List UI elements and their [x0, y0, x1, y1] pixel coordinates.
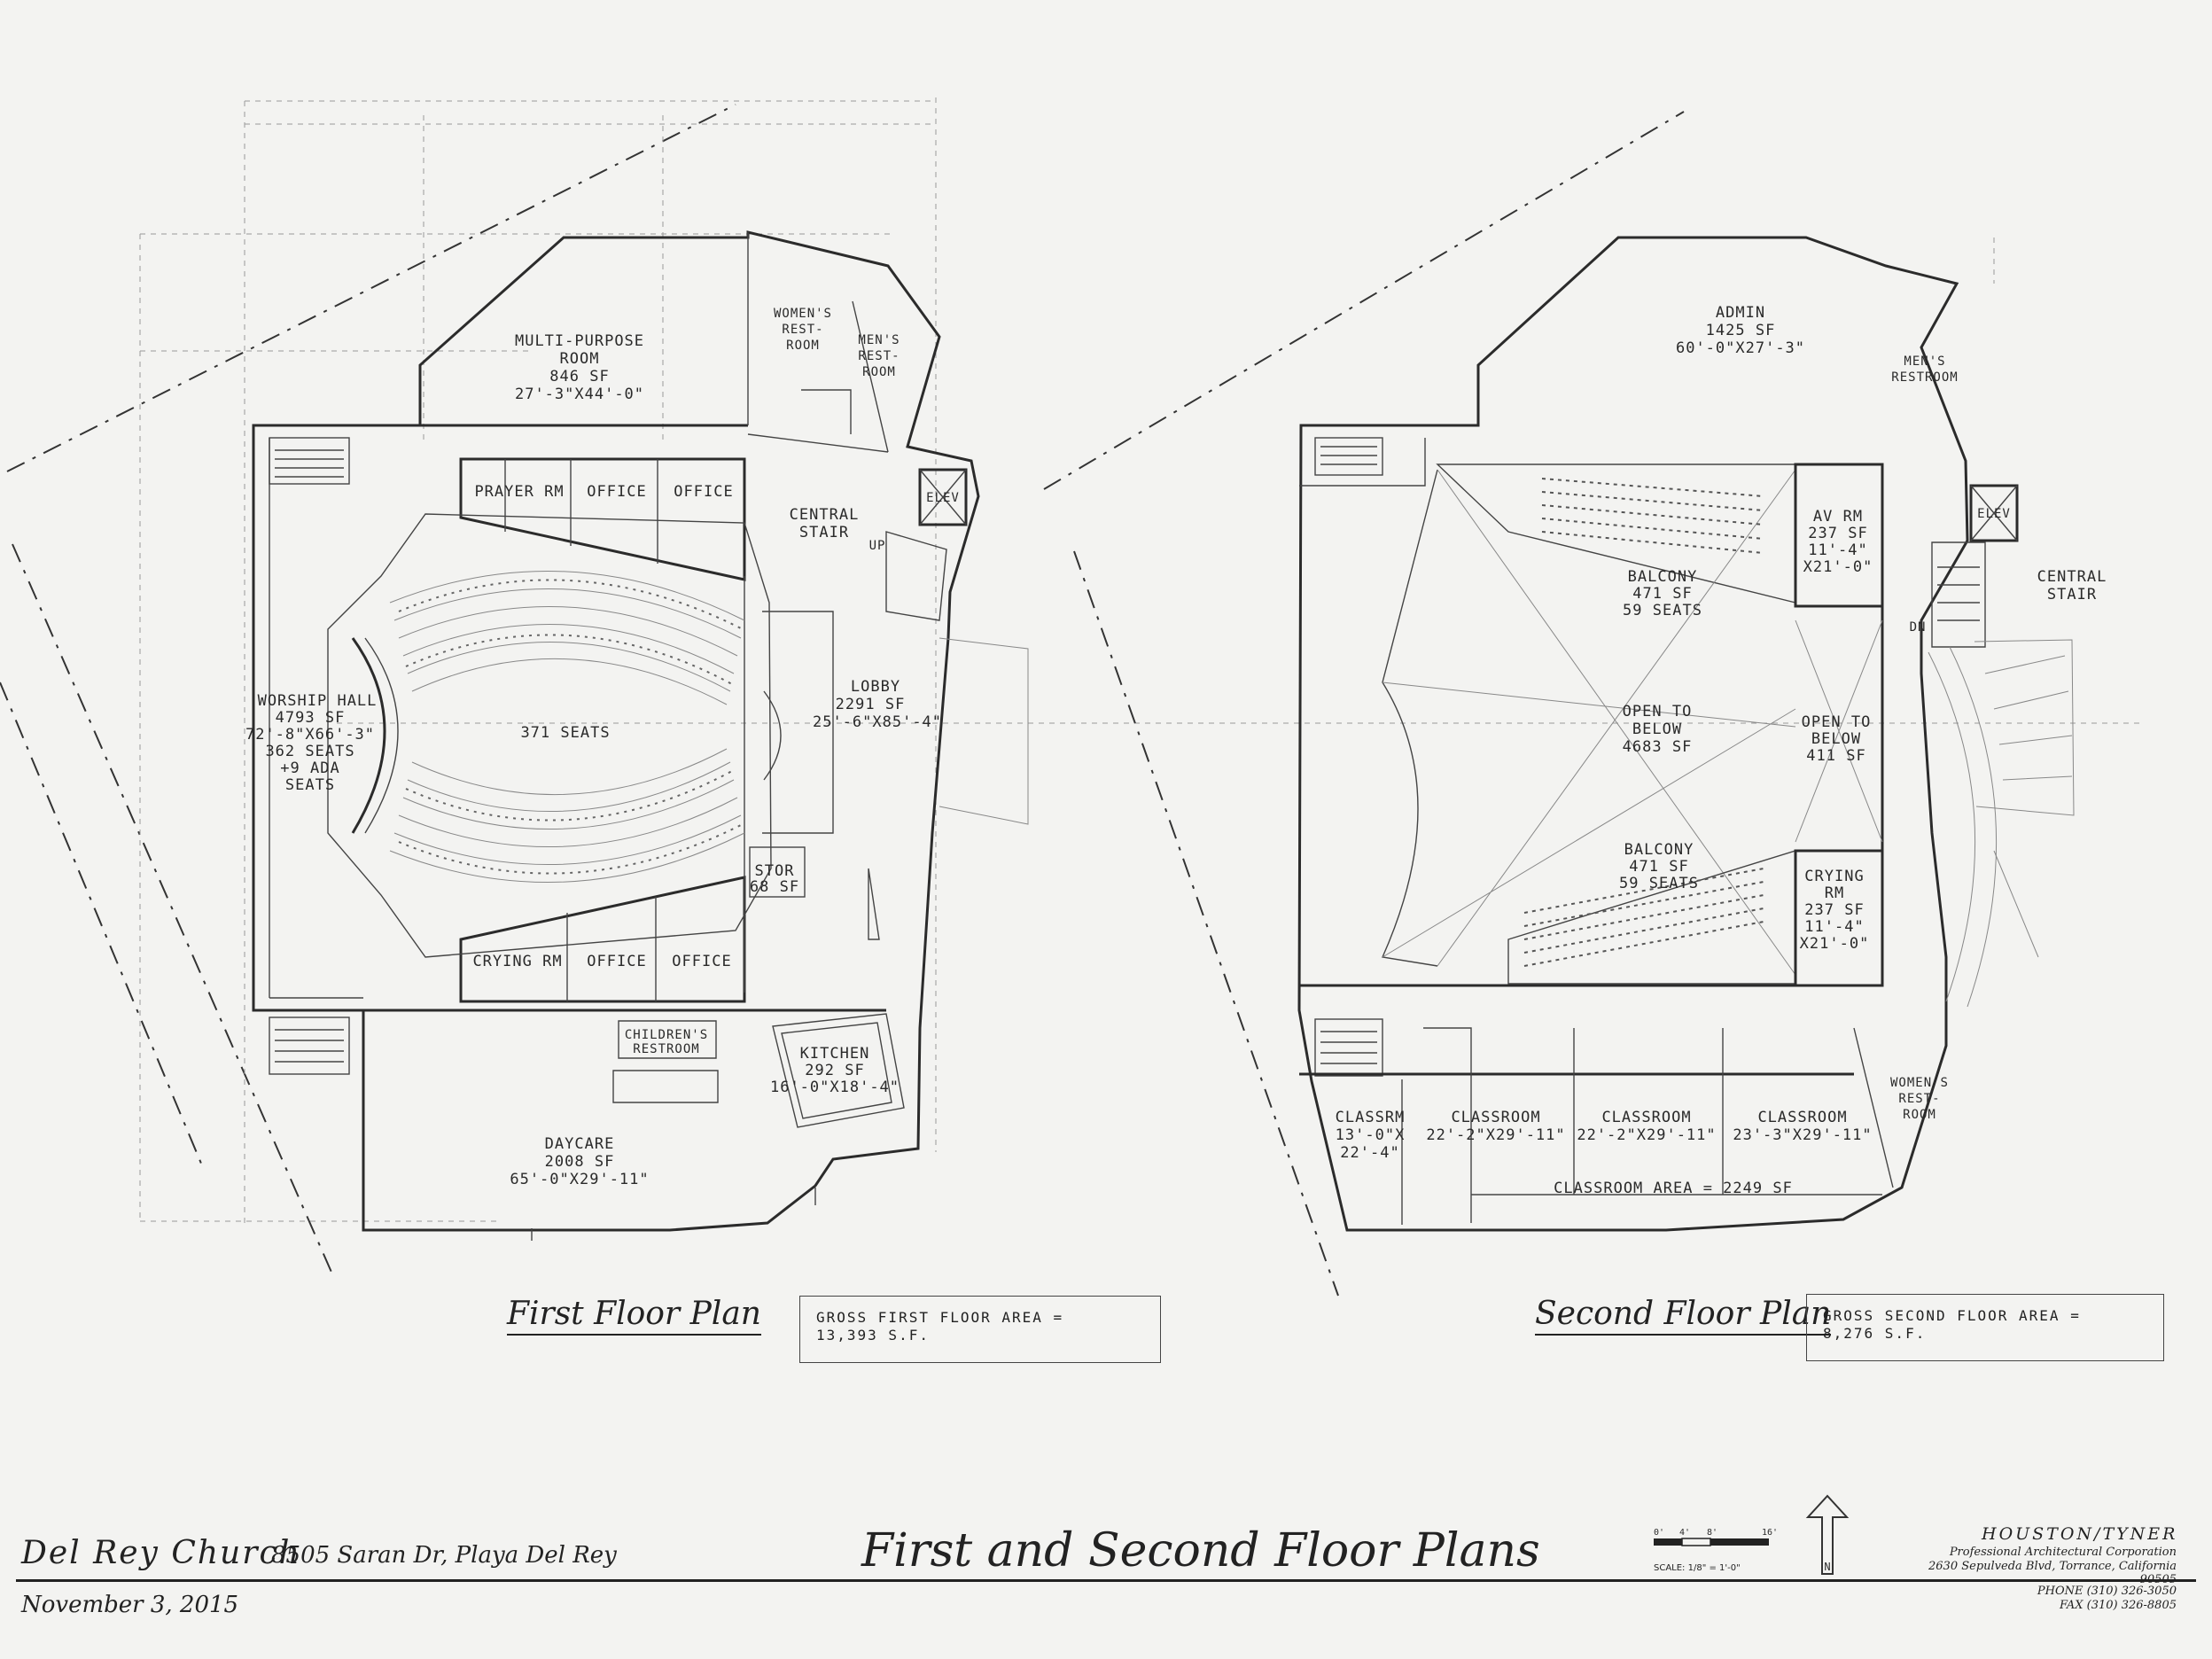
elevator-label: ELEV	[1977, 507, 2011, 521]
gross-area-value: 13,393 S.F.	[816, 1327, 930, 1344]
first-floor-gross-area: GROSS FIRST FLOOR AREA = 13,393 S.F.	[799, 1296, 1161, 1363]
second-floor-caption: Second Floor Plan	[1535, 1296, 1832, 1336]
second-floor-outline	[1297, 236, 1969, 1232]
crying-room-label: CRYING RM	[472, 953, 562, 970]
drawing-date: November 3, 2015	[21, 1592, 239, 1618]
office-label: OFFICE	[672, 953, 731, 970]
elevator-label: ELEV	[926, 491, 960, 505]
svg-text:8': 8'	[1707, 1528, 1717, 1538]
svg-text:N: N	[1824, 1561, 1830, 1573]
stair-down-label: DN	[1910, 620, 1927, 635]
second-floor-plan	[1043, 111, 2075, 1297]
firm-fax: FAX (310) 326-8805	[2059, 1599, 2177, 1612]
firm-address: 2630 Sepulveda Blvd, Torrance, Californi…	[1928, 1560, 2177, 1586]
stair-2f-top	[1314, 437, 1383, 476]
dimension-lines	[139, 97, 2145, 1223]
firm-phone: PHONE (310) 326-3050	[2037, 1585, 2177, 1598]
firm-name: HOUSTON/TYNER	[1982, 1524, 2178, 1544]
sheet-title: First and Second Floor Plans	[861, 1524, 1540, 1577]
prayer-room-label: PRAYER RM	[474, 483, 564, 501]
svg-text:0': 0'	[1654, 1528, 1664, 1538]
first-floor-caption: First Floor Plan	[507, 1296, 761, 1336]
stair-up-label: UP	[869, 539, 886, 553]
stair-bottom-left	[269, 1016, 350, 1075]
scale-bar: 0' 4' 8' 16'	[1654, 1528, 1778, 1546]
second-floor-gross-area: GROSS SECOND FLOOR AREA = 8,276 S.F.	[1806, 1294, 2164, 1361]
seat-count-label: 371 SEATS	[520, 724, 610, 742]
svg-text:16': 16'	[1762, 1528, 1778, 1538]
seat-ticks	[398, 579, 744, 875]
stair-2f-bottom	[1314, 1018, 1383, 1077]
gross-area-label: GROSS SECOND FLOOR AREA =	[1823, 1307, 2081, 1324]
seating-rows-bottom	[389, 748, 745, 884]
title-block-rule	[16, 1579, 2196, 1582]
office-label: OFFICE	[587, 953, 646, 970]
office-label: OFFICE	[674, 483, 733, 501]
balcony-seats-top	[1541, 478, 1764, 554]
stair-top-left	[269, 437, 350, 485]
first-floor-outline	[252, 230, 980, 1232]
office-label: OFFICE	[587, 483, 646, 501]
gross-area-label: GROSS FIRST FLOOR AREA =	[816, 1309, 1064, 1326]
exterior-stair-fan	[1928, 639, 2075, 1008]
church-name: Del Rey Church	[21, 1535, 301, 1571]
church-address: 8505 Saran Dr, Playa Del Rey	[271, 1542, 617, 1569]
gross-area-value: 8,276 S.F.	[1823, 1325, 1927, 1342]
seating-rows-top	[389, 570, 745, 705]
classroom-area-label: CLASSROOM AREA = 2249 SF	[1554, 1180, 1793, 1197]
firm-tagline: Professional Architectural Corporation	[1949, 1546, 2177, 1559]
first-floor-plan	[0, 97, 2145, 1277]
north-arrow-icon: N	[1805, 1494, 1850, 1575]
balcony-seats-bottom	[1523, 868, 1764, 967]
scale-label: SCALE: 1/8" = 1'-0"	[1654, 1563, 1741, 1573]
svg-text:4': 4'	[1679, 1528, 1690, 1538]
